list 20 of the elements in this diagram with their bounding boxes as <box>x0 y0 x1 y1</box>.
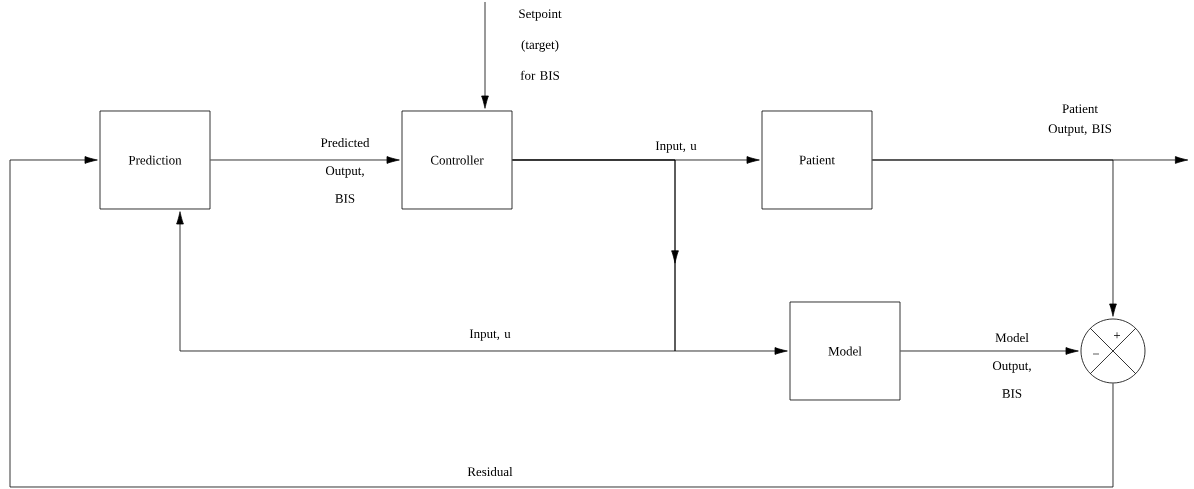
sign-label: + <box>1114 332 1120 339</box>
arrow <box>9 156 1114 488</box>
process-box: Controller <box>401 110 513 210</box>
edge-label: Model Output, BIS <box>992 333 1031 398</box>
process-box: Patient <box>761 110 873 210</box>
arrow <box>176 159 676 352</box>
process-box: Prediction <box>99 110 211 210</box>
arrow <box>210 156 400 164</box>
process-box: Model <box>789 301 901 401</box>
summing-junction <box>1080 318 1146 384</box>
edge-label: Input, u <box>469 329 511 341</box>
edge-label: Residual <box>467 467 513 477</box>
sign-label: − <box>1093 353 1099 355</box>
edge-label: Predicted Output, BIS <box>320 138 370 203</box>
arrow <box>900 347 1079 355</box>
edge-label: Input, u <box>655 141 697 153</box>
arrow <box>481 1 489 109</box>
arrow <box>872 159 1117 317</box>
edge-label: Patient Output, BIS <box>1048 104 1112 136</box>
edge-label: Setpoint (target) for BIS <box>519 9 562 80</box>
